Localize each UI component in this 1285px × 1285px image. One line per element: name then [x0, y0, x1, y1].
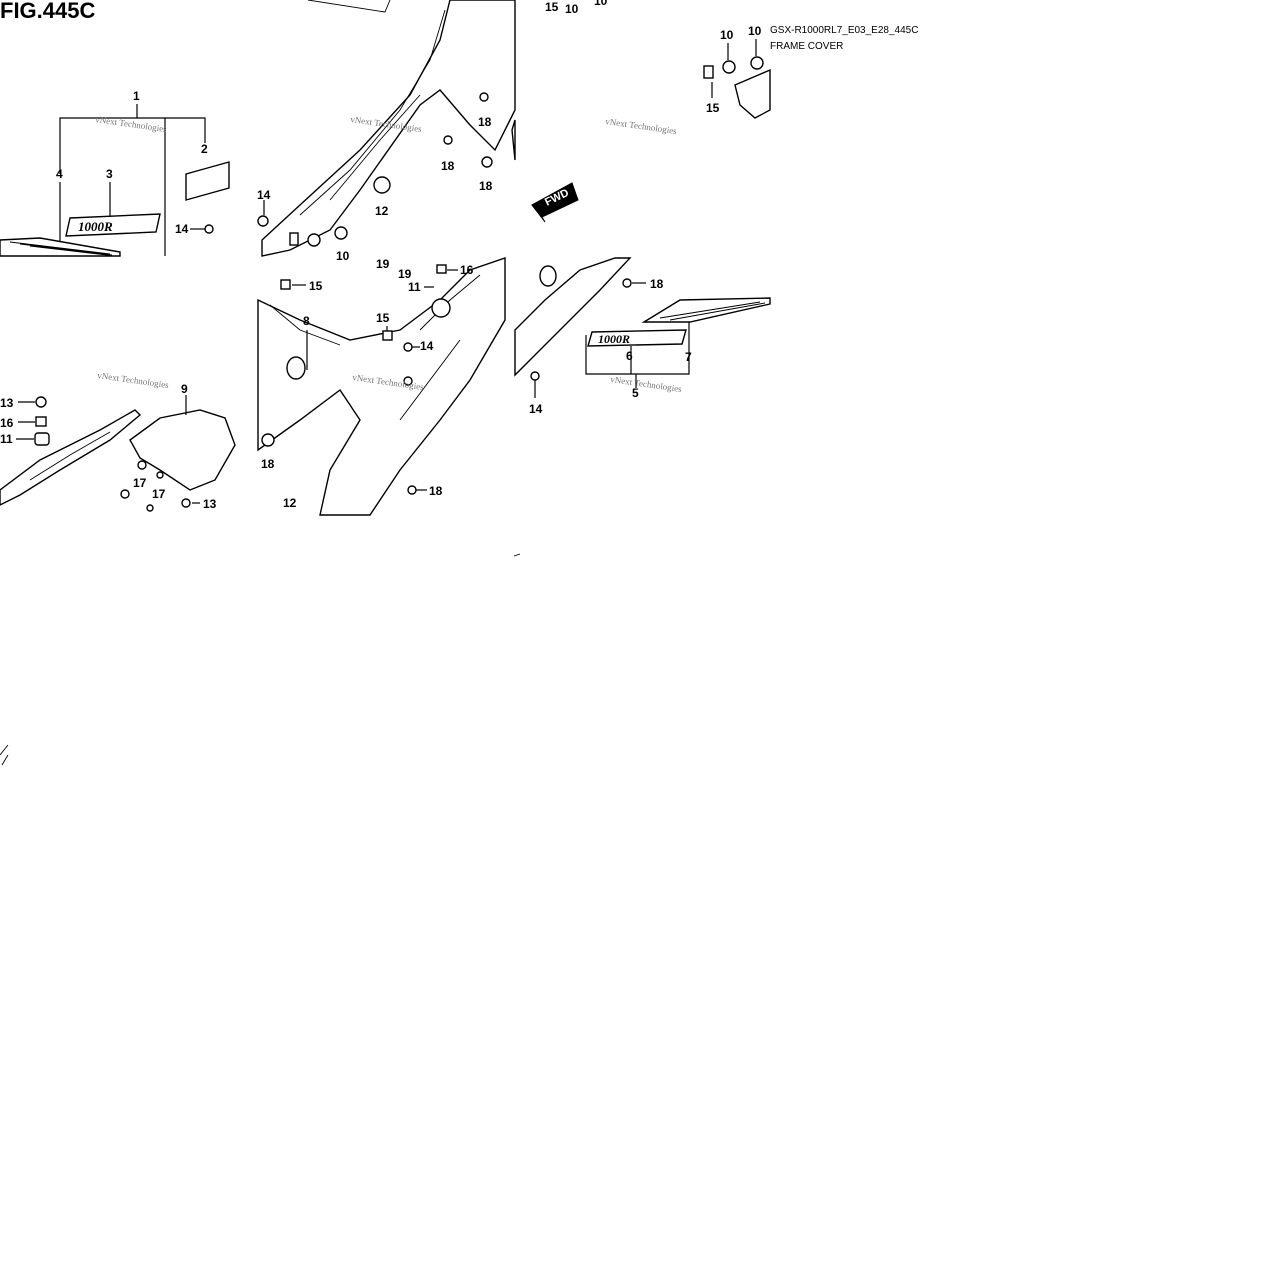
- callout-2: 2: [201, 142, 208, 156]
- bracket-1: [59, 117, 206, 174]
- callout-15: 15: [376, 311, 390, 325]
- callout-16: 16: [0, 416, 14, 430]
- callout-14: 14: [257, 188, 271, 202]
- watermark: vNext Technologies: [95, 114, 168, 134]
- bolt-13: [35, 396, 47, 408]
- callout-19: 19: [398, 267, 412, 281]
- grommet-11: [431, 298, 451, 318]
- grommet-11: [34, 432, 50, 446]
- watermark: vNext Technologies: [97, 370, 170, 390]
- callout-9: 9: [181, 382, 188, 396]
- callout-11: 11: [408, 280, 421, 294]
- callout-4: 4: [56, 167, 63, 181]
- stray-mark: [513, 553, 521, 557]
- callout-5: 5: [632, 386, 639, 400]
- stray-mark: [0, 744, 9, 766]
- callout-10: 10: [336, 249, 350, 263]
- callout-11: 11: [0, 432, 13, 446]
- rear-frame-lower: 8 19 19 16 11 15 15 14 18 18 12 vNext Te…: [257, 257, 506, 516]
- figure-title: FIG.445C: [0, 0, 95, 23]
- callout-18: 18: [478, 115, 492, 129]
- screw-14: [204, 224, 214, 234]
- callout-18: 18: [479, 179, 493, 193]
- stripe-decal-4: [0, 237, 121, 257]
- side-bracket-right: 15 10 10 10 10 15 FWD vNext Technologies: [511, 0, 771, 223]
- callout-6: 6: [626, 349, 633, 363]
- figure-subtitle: FRAME COVER: [770, 41, 843, 52]
- label-2: [185, 161, 230, 201]
- callout-10: 10: [748, 24, 762, 38]
- callout-19: 19: [376, 257, 390, 271]
- rear-frame-upper: 14 14 12 10 18 18 18 vNext Technologies: [175, 0, 516, 263]
- callout-18: 18: [650, 277, 664, 291]
- tail-cover-left: 13 16 11 9 17 17 13 vNext Technologies: [0, 370, 236, 512]
- callout-13: 13: [0, 396, 14, 410]
- emblem-text: 1000R: [598, 332, 630, 346]
- callout-10: 10: [565, 2, 579, 16]
- callout-12: 12: [375, 204, 389, 218]
- callout-15: 15: [545, 0, 559, 14]
- stripe-decal-7: [641, 297, 771, 323]
- collar-16: [35, 416, 47, 427]
- callout-1: 1: [133, 89, 140, 103]
- callout-16: 16: [460, 263, 474, 277]
- emblem-3: 1000R: [65, 213, 161, 237]
- callout-18: 18: [441, 159, 455, 173]
- callout-15: 15: [309, 279, 323, 293]
- grommet-12: [373, 176, 391, 194]
- callout-10: 10: [720, 28, 734, 42]
- callout-14: 14: [175, 222, 189, 236]
- callout-14: 14: [420, 339, 434, 353]
- tail-cowl-9: [129, 409, 236, 491]
- watermark: vNext Technologies: [610, 374, 683, 394]
- callout-8: 8: [303, 314, 310, 328]
- callout-3: 3: [106, 167, 113, 181]
- emblem-text: 1000R: [78, 219, 113, 234]
- emblem-6: 1000R: [587, 329, 687, 347]
- fwd-arrow: FWD: [531, 182, 579, 223]
- callout-14: 14: [529, 402, 543, 416]
- bracket-5: [585, 322, 690, 375]
- decal-set-right: 1000R 18 6 7 5 14 vNext Technologies: [514, 257, 771, 416]
- figure-code: GSX-R1000RL7_E03_E28_445C: [770, 25, 918, 36]
- callout-15: 15: [706, 101, 720, 115]
- collar-16: [436, 264, 447, 274]
- watermark: vNext Technologies: [605, 116, 678, 136]
- callout-7: 7: [685, 350, 692, 364]
- decal-set-left: 1000R 1 2 3 4 vNext Technologies: [0, 89, 230, 257]
- callout-13: 13: [203, 497, 217, 511]
- callout-12: 12: [283, 496, 297, 510]
- callout-17: 17: [133, 476, 147, 490]
- callout-10: 10: [594, 0, 608, 8]
- callout-18: 18: [429, 484, 443, 498]
- callout-18: 18: [261, 457, 275, 471]
- callout-17: 17: [152, 487, 166, 501]
